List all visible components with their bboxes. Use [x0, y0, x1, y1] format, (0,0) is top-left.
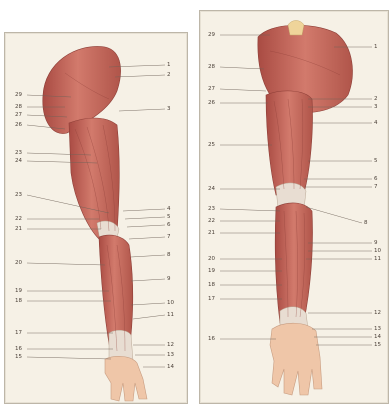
anatomy-plate-posterior: 1 2 3 4 5 6 7 8 9 10 11 12 13 14 15 29 2… — [199, 10, 389, 404]
label-right-1: 1 — [167, 62, 171, 68]
label-right-12: 12 — [374, 310, 381, 316]
label-right-2: 2 — [374, 96, 378, 102]
label-right-5: 5 — [374, 158, 378, 164]
label-left-28: 28 — [208, 64, 215, 70]
label-left-23: 23 — [208, 206, 215, 212]
label-right-7: 7 — [374, 184, 378, 190]
label-left-24: 24 — [15, 158, 22, 164]
label-right-13: 13 — [374, 326, 381, 332]
label-right-13: 13 — [167, 352, 174, 358]
label-right-11: 11 — [374, 256, 381, 262]
label-left-19: 19 — [15, 288, 22, 294]
label-right-2: 2 — [167, 72, 171, 78]
label-left-17: 17 — [208, 296, 215, 302]
label-right-5: 5 — [167, 214, 171, 220]
label-left-21: 21 — [15, 226, 22, 232]
label-left-16: 16 — [15, 346, 22, 352]
label-right-1: 1 — [374, 44, 378, 50]
label-left-23b: 23 — [15, 192, 22, 198]
anatomy-plate-anterior: 1 2 3 4 5 6 7 8 9 10 11 12 13 14 29 28 2… — [4, 32, 188, 404]
label-left-26: 26 — [208, 100, 215, 106]
label-right-6: 6 — [374, 176, 378, 182]
label-right-10: 10 — [167, 300, 174, 306]
label-right-3: 3 — [167, 106, 171, 112]
label-left-21: 21 — [208, 230, 215, 236]
label-left-19: 19 — [208, 268, 215, 274]
arm-illustration-posterior — [200, 11, 388, 403]
label-left-29: 29 — [15, 92, 22, 98]
label-right-14: 14 — [374, 334, 381, 340]
label-left-24: 24 — [208, 186, 215, 192]
label-right-11: 11 — [167, 312, 174, 318]
label-left-28: 28 — [15, 104, 22, 110]
label-left-23a: 23 — [15, 150, 22, 156]
label-right-3: 3 — [374, 104, 378, 110]
label-right-4: 4 — [167, 206, 171, 212]
label-left-25: 25 — [208, 142, 215, 148]
arm-illustration-anterior — [5, 33, 187, 403]
label-right-4: 4 — [374, 120, 378, 126]
label-right-15: 15 — [374, 342, 381, 348]
label-right-8: 8 — [167, 252, 171, 258]
label-left-18: 18 — [208, 282, 215, 288]
label-right-7: 7 — [167, 234, 171, 240]
label-left-18: 18 — [15, 298, 22, 304]
label-right-9: 9 — [374, 240, 378, 246]
label-left-29: 29 — [208, 32, 215, 38]
label-left-15: 15 — [15, 354, 22, 360]
label-left-22: 22 — [208, 218, 215, 224]
label-left-27: 27 — [15, 112, 22, 118]
label-right-10: 10 — [374, 248, 381, 254]
label-left-27: 27 — [208, 86, 215, 92]
label-left-16: 16 — [208, 336, 215, 342]
label-right-8: 8 — [364, 220, 368, 226]
label-left-20: 20 — [208, 256, 215, 262]
label-right-14: 14 — [167, 364, 174, 370]
label-left-20: 20 — [15, 260, 22, 266]
label-right-6: 6 — [167, 222, 171, 228]
label-right-9: 9 — [167, 276, 171, 282]
label-left-26: 26 — [15, 122, 22, 128]
label-left-17: 17 — [15, 330, 22, 336]
label-right-12: 12 — [167, 342, 174, 348]
label-left-22: 22 — [15, 216, 22, 222]
